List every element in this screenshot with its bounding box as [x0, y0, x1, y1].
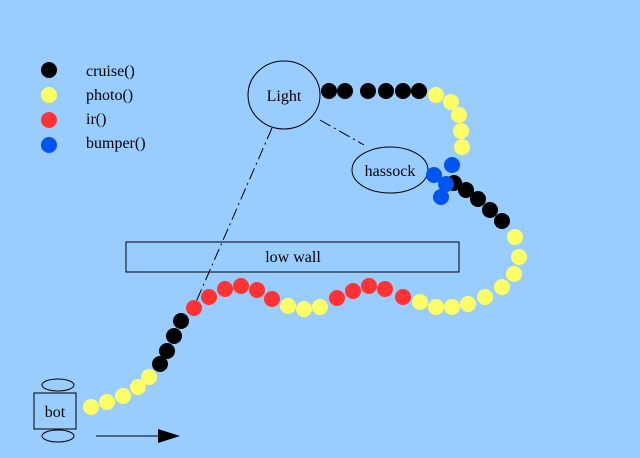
path-dot [280, 298, 296, 314]
path-dot [460, 296, 476, 312]
path-dot [433, 189, 449, 205]
path-dot [337, 83, 353, 99]
legend-bumper-swatch [41, 137, 57, 153]
path-dot [296, 301, 312, 317]
path-dot [141, 369, 157, 385]
path-dot [428, 299, 444, 315]
path-dot [477, 289, 493, 305]
legend-photo-label: photo() [86, 87, 133, 104]
path-dot [264, 291, 280, 307]
path-dot [329, 290, 345, 306]
path-dot [470, 191, 486, 207]
path-dot [115, 388, 131, 404]
path-dot [130, 379, 146, 395]
low-wall [125, 241, 460, 273]
path-dot [494, 213, 510, 229]
bot-bottom-wheel [41, 429, 75, 443]
robot-path [83, 83, 527, 415]
path-dot [494, 279, 510, 295]
legend-photo-swatch [41, 87, 57, 103]
legend-ir-label: ir() [86, 111, 106, 128]
path-dot [411, 83, 427, 99]
path-dot [249, 282, 265, 298]
hassock-label: hassock [365, 163, 416, 180]
path-dot [395, 289, 411, 305]
path-dot [233, 278, 249, 294]
legend-bumper-label: bumper() [86, 135, 146, 152]
path-dot [506, 266, 522, 282]
legend-cruise-label: cruise() [86, 63, 135, 80]
path-dot [83, 399, 99, 415]
path-dot [453, 123, 469, 139]
path-dot [378, 83, 394, 99]
path-dot [395, 83, 411, 99]
path-dot [321, 83, 337, 99]
path-dot [152, 356, 168, 372]
path-dot [166, 328, 182, 344]
path-dot [444, 157, 460, 173]
path-dot [507, 229, 523, 245]
path-dot [345, 283, 361, 299]
path-dot [482, 202, 498, 218]
path-dot [377, 281, 393, 297]
legend-ir-swatch [41, 112, 57, 128]
path-dot [511, 249, 527, 265]
path-dot [186, 300, 202, 316]
bot: bot [33, 378, 77, 443]
path-dot [201, 289, 217, 305]
light-ray-to-hassock [319, 119, 365, 146]
path-dot [312, 299, 328, 315]
light-label: Light [267, 88, 302, 105]
path-dot [444, 299, 460, 315]
path-dot [454, 139, 470, 155]
low-wall-label: low wall [265, 249, 321, 266]
bot-top-wheel [41, 378, 75, 392]
light-source [247, 60, 321, 130]
path-dot [443, 94, 459, 110]
path-dot [428, 87, 444, 103]
legend: cruise() photo() ir() bumper() [41, 62, 146, 153]
bot-label: bot [45, 404, 66, 421]
path-dot [438, 176, 454, 192]
path-dot [217, 281, 233, 297]
path-dot [426, 167, 442, 183]
legend-cruise-swatch [41, 62, 57, 78]
path-dot [361, 278, 377, 294]
light-ray-to-path [195, 127, 273, 303]
bot-body [33, 392, 77, 430]
path-dot [458, 182, 474, 198]
path-dot [173, 313, 189, 329]
path-dot [451, 107, 467, 123]
heading-arrow-head [158, 429, 180, 443]
path-dot [360, 83, 376, 99]
path-dot [412, 294, 428, 310]
path-dot [159, 343, 175, 359]
path-dot [99, 394, 115, 410]
